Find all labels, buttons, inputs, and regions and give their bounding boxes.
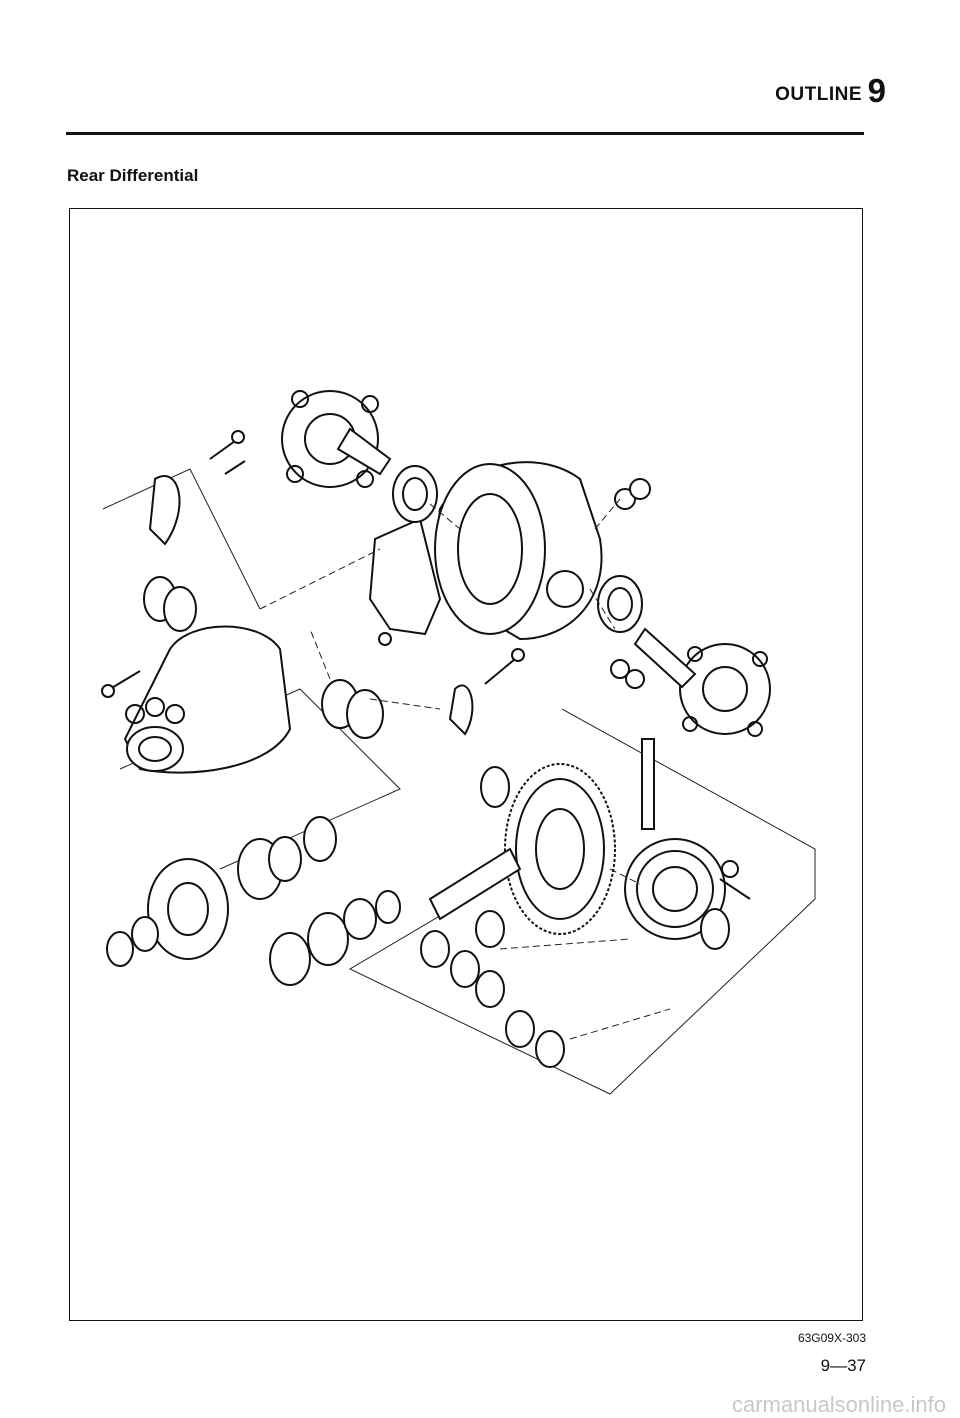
section-title: Rear Differential [67,166,199,185]
figure-frame [69,208,863,1321]
carrier-cover [368,517,442,646]
side-pinion-gears [420,910,565,1068]
header-rule [66,132,864,135]
companion-flange-right [633,627,771,737]
header-title: OUTLINE [775,84,862,105]
page-number: 9—37 [820,1356,866,1375]
rear-housing [123,625,292,774]
differential-carrier [434,461,603,641]
alignment-lines [259,498,671,1040]
chapter-number: 9 [867,72,886,109]
ring-gear-assembly [428,763,616,935]
front-flange-group [106,816,401,986]
bolts-brackets [101,430,751,900]
figure-code: 63G09X-303 [797,1331,866,1345]
companion-flange-top [281,390,392,488]
exploded-diagram [101,390,816,1095]
differential-case [624,738,739,950]
bearings-seals [143,465,651,739]
footer-watermark: carmanualsonline.info [731,1392,946,1417]
